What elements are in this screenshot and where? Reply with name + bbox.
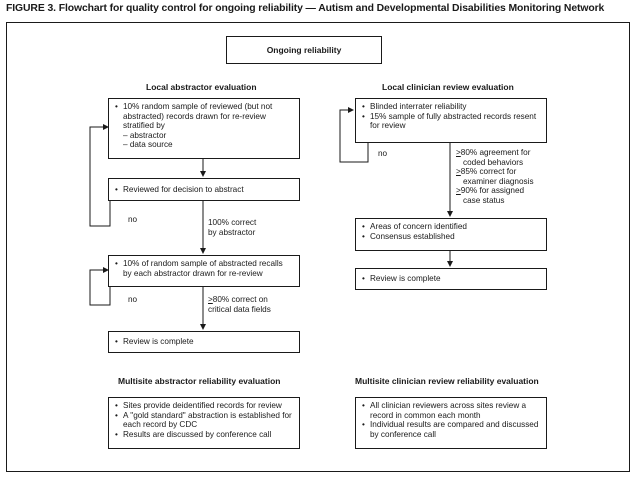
criteria-1-line1: 80% agreement for	[460, 148, 531, 157]
stratify-abstractor: – abstractor	[123, 130, 167, 140]
multisite-clinician-heading: Multisite clinician review reliability e…	[355, 376, 539, 386]
no-label-right: no	[378, 149, 388, 158]
ongoing-reliability-box: Ongoing reliability	[226, 36, 382, 64]
local-clinician-heading: Local clinician review evaluation	[382, 82, 514, 92]
multisite-abstractor-bullet-3: Results are discussed by conference call	[115, 430, 293, 440]
multisite-abstractor-bullet-2: A "gold standard" abstraction is establi…	[115, 411, 293, 430]
sample-resent-text: 15% sample of fully abstracted records r…	[362, 112, 540, 131]
ge-symbol: >	[208, 295, 213, 304]
criteria-2-line1: 85% correct for	[460, 167, 517, 177]
multisite-clinician-bullet-2: Individual results are compared and disc…	[362, 420, 540, 439]
local-abstractor-heading: Local abstractor evaluation	[146, 82, 257, 92]
flowchart-frame	[6, 22, 630, 472]
multisite-abstractor-bullet-1: Sites provide deidentified records for r…	[115, 401, 293, 411]
yes-label-1-line2: by abstractor	[208, 227, 256, 237]
multisite-clinician-box: All clinician reviewers across sites rev…	[355, 397, 547, 449]
yes-label-2: >80% correct on critical data fields	[208, 295, 271, 314]
figure-title: FIGURE 3. Flowchart for quality control …	[6, 3, 605, 14]
abstracted-recall-box: 10% of random sample of abstracted recal…	[108, 255, 300, 287]
multisite-clinician-bullet-1: All clinician reviewers across sites rev…	[362, 401, 540, 420]
right-review-complete-text: Review is complete	[362, 274, 540, 284]
criteria-1-line2: coded behaviors	[463, 157, 524, 167]
yes-label-2-line1: 80% correct on	[212, 295, 268, 304]
right-review-complete-box: Review is complete	[355, 268, 547, 290]
yes-label-1: 100% correct by abstractor	[208, 218, 256, 237]
multisite-abstractor-box: Sites provide deidentified records for r…	[108, 397, 300, 449]
yes-label-1-line1: 100% correct	[208, 218, 257, 227]
reviewed-decision-box: Reviewed for decision to abstract	[108, 178, 300, 201]
areas-of-concern-text: Areas of concern identified	[362, 222, 540, 232]
concern-consensus-box: Areas of concern identified Consensus es…	[355, 218, 547, 251]
ge-symbol-2: >	[456, 167, 461, 177]
reviewed-decision-text: Reviewed for decision to abstract	[115, 185, 293, 195]
criteria-3-line2: case status	[463, 195, 505, 205]
criteria-2-line2: examiner diagnosis	[463, 176, 534, 186]
left-review-complete-box: Review is complete	[108, 331, 300, 353]
criteria-3-line1: 90% for assigned	[460, 186, 525, 196]
clinician-sample-box: Blinded interrater reliability 15% sampl…	[355, 98, 547, 143]
ge-symbol-3: >	[456, 186, 461, 196]
interrater-text: Blinded interrater reliability	[362, 102, 540, 112]
consensus-text: Consensus established	[362, 232, 540, 242]
loop-no-right	[339, 107, 369, 163]
abstractor-sample-box: 10% random sample of reviewed (but not a…	[108, 98, 300, 159]
yes-label-2-line2: critical data fields	[208, 304, 271, 314]
loop-no-1	[89, 124, 111, 227]
ge-symbol-1: >	[456, 148, 461, 157]
clinician-criteria: >80% agreement for coded behaviors >85% …	[456, 148, 534, 206]
multisite-abstractor-heading: Multisite abstractor reliability evaluat…	[118, 376, 281, 386]
no-label-1: no	[128, 215, 138, 224]
no-label-2: no	[128, 295, 138, 304]
abstractor-sample-text: 10% random sample of reviewed (but not a…	[115, 102, 293, 131]
abstracted-recall-text: 10% of random sample of abstracted recal…	[115, 259, 293, 278]
loop-no-2	[89, 267, 111, 306]
stratify-data-source: – data source	[123, 140, 173, 150]
left-review-complete-text: Review is complete	[115, 337, 293, 347]
